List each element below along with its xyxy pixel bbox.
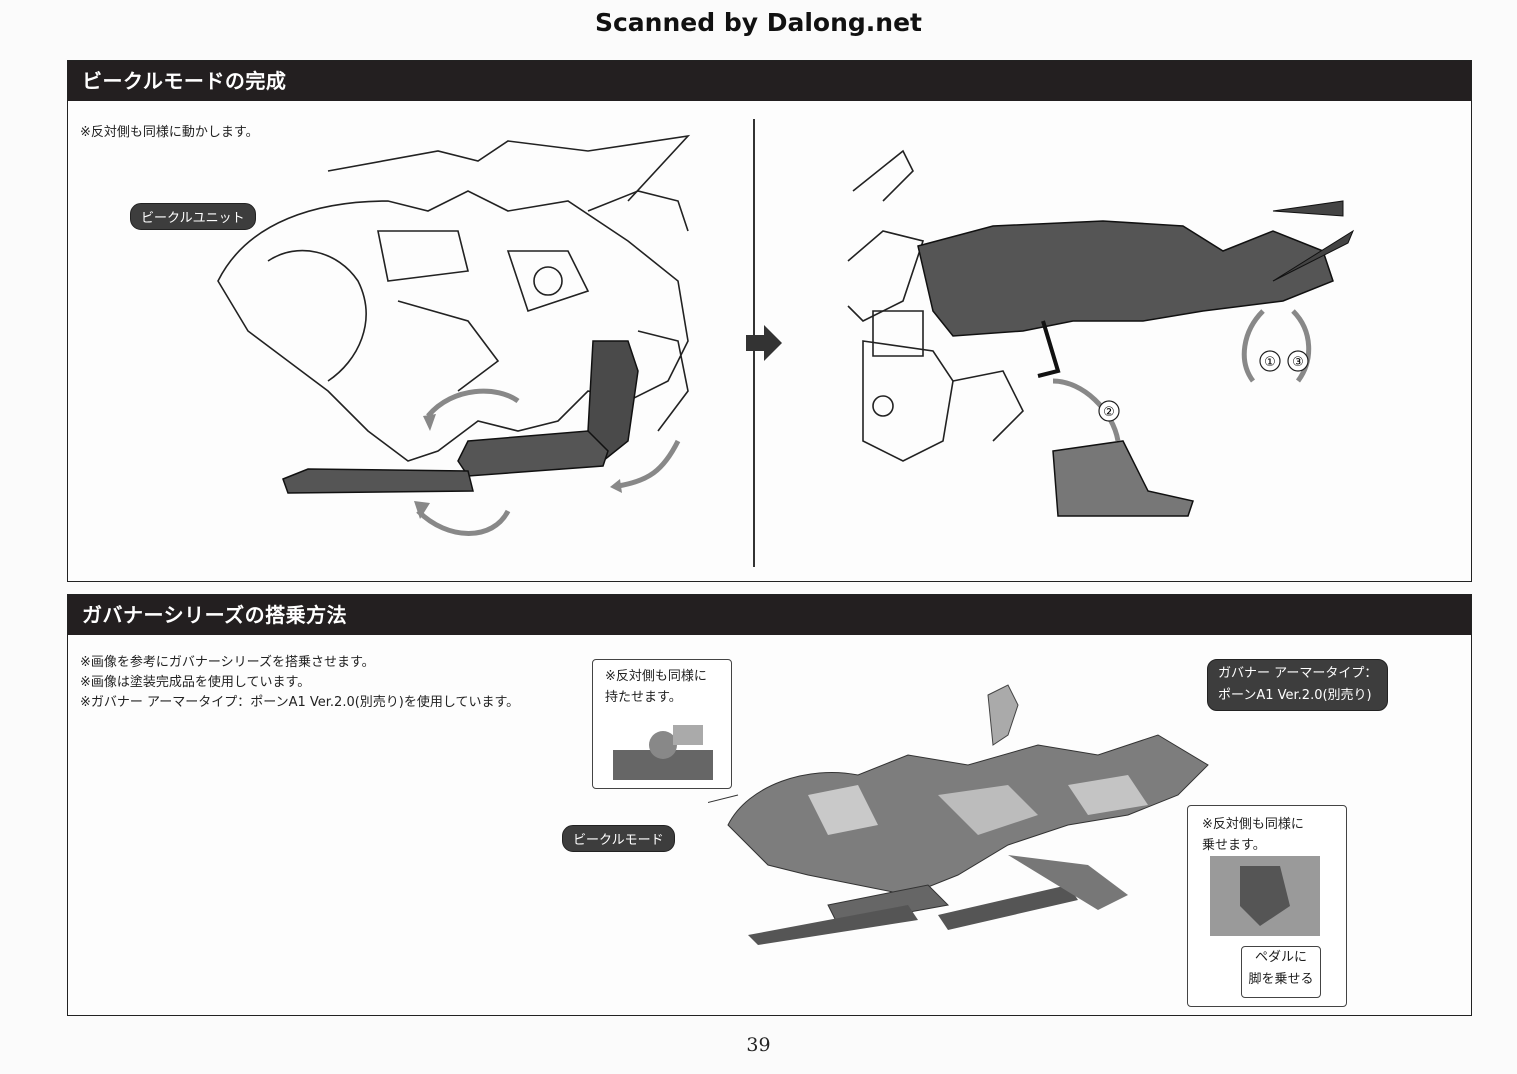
vehicle-mode-tag: ビークルモード (562, 825, 675, 852)
vehicle-unit-tag: ビークルユニット (130, 203, 256, 230)
tag-line: ガバナー アーマータイプ： (1218, 666, 1378, 681)
pedal-line: ペダルに (1254, 950, 1307, 965)
tag-line: ポーンA1 Ver.2.0(別売り) (1218, 688, 1372, 703)
step-label-1: ① (1264, 355, 1276, 370)
pedal-note-bubble: ペダルに 脚を乗せる (1241, 946, 1321, 998)
foot-detail-photo (1210, 856, 1320, 936)
page-number: 39 (746, 1034, 771, 1056)
after-illustration: ① ③ ② (847, 149, 1355, 517)
step-label-3: ③ (1292, 355, 1304, 370)
before-illustration (217, 134, 691, 536)
scan-watermark: Scanned by Dalong.net (594, 8, 922, 37)
hand-detail-callout: ※反対側も同様に 持たせます。 (592, 659, 732, 789)
callout-line: ※反対側も同様に (605, 669, 707, 684)
step-label-2: ② (1103, 405, 1115, 420)
boarding-section: ガバナーシリーズの搭乗方法 ※画像を参考にガバナーシリーズを搭乗させます。 ※画… (67, 594, 1472, 1016)
foot-detail-callout: ※反対側も同様に 乗せます。 ペダルに 脚を乗せる (1187, 805, 1347, 1007)
note-line: ※画像は塗装完成品を使用しています。 (80, 675, 311, 690)
note-line: ※ガバナー アーマータイプ：ポーンA1 Ver.2.0(別売り)を使用しています… (80, 695, 520, 710)
section-note: ※反対側も同様に動かします。 (80, 125, 259, 140)
callout-line: ※反対側も同様に (1202, 817, 1304, 832)
vehicle-photo (708, 684, 1209, 945)
callout-line: 持たせます。 (605, 690, 682, 705)
section-title: ビークルモードの完成 (68, 61, 1471, 101)
hand-detail-photo (613, 725, 713, 780)
next-step-arrow-icon (746, 325, 782, 361)
section-title: ガバナーシリーズの搭乗方法 (68, 595, 1471, 635)
note-line: ※画像を参考にガバナーシリーズを搭乗させます。 (80, 655, 375, 670)
armor-type-tag: ガバナー アーマータイプ： ポーンA1 Ver.2.0(別売り) (1207, 659, 1389, 711)
step-divider (753, 119, 755, 567)
pedal-line: 脚を乗せる (1248, 972, 1314, 987)
vehicle-mode-section: ビークルモードの完成 ※反対側も同様に動かします。 ビークルユニット (67, 60, 1472, 582)
boarding-notes: ※画像を参考にガバナーシリーズを搭乗させます。 ※画像は塗装完成品を使用していま… (80, 653, 519, 713)
callout-line: 乗せます。 (1202, 838, 1266, 853)
